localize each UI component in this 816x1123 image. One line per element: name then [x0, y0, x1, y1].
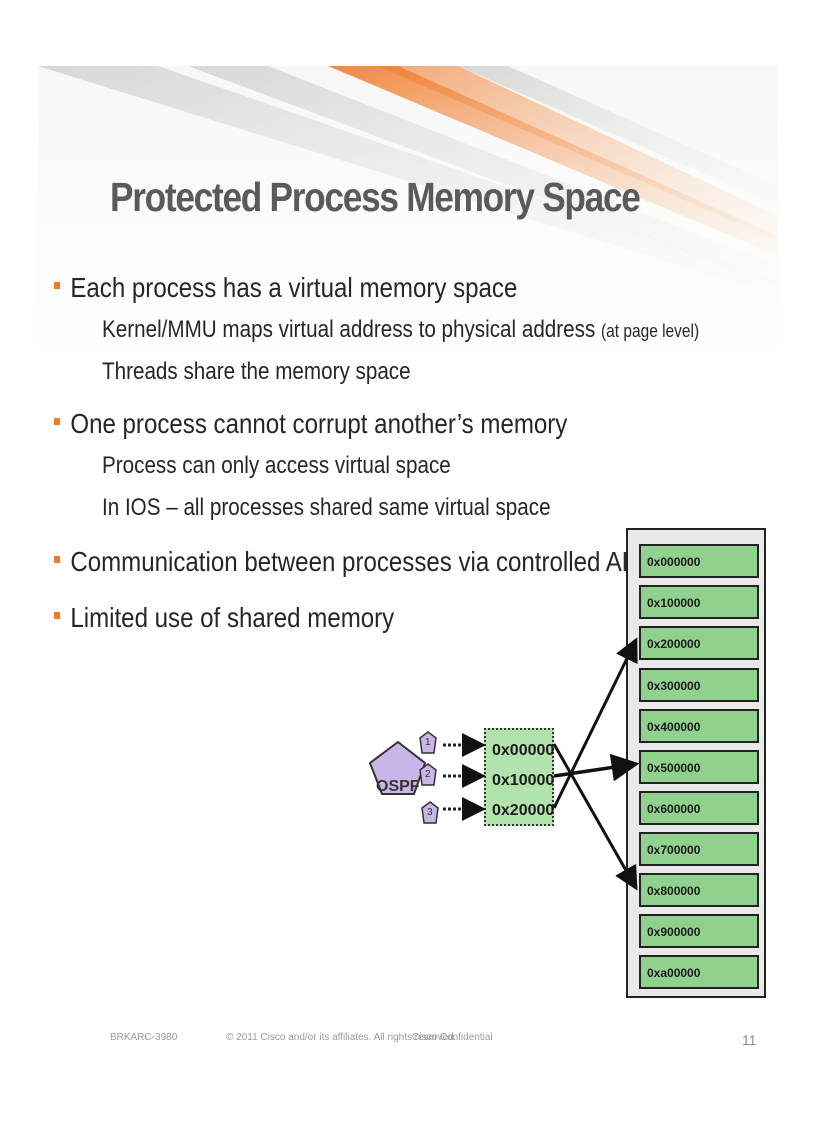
- physical-memory-box: 0x000000 0x100000 0x200000 0x300000 0x40…: [626, 528, 766, 998]
- thread-2-icon: [419, 763, 437, 786]
- memory-cell: 0x800000: [639, 873, 759, 907]
- slide-title: Protected Process Memory Space: [110, 174, 641, 220]
- bullet-1-sub-1-text: Kernel/MMU maps virtual address to physi…: [102, 316, 602, 343]
- footer-confidential: Cisco Confidential: [412, 1032, 493, 1043]
- slide: Protected Process Memory Space Each proc…: [38, 66, 778, 1056]
- thread-1-label: 1: [425, 737, 431, 748]
- bullet-3: Communication between processes via cont…: [54, 546, 657, 578]
- bullet-square-icon: [54, 282, 61, 290]
- memory-cell: 0x500000: [639, 750, 759, 784]
- bullet-2-sub-1-text: Process can only access virtual space: [102, 452, 451, 479]
- bullet-square-icon: [54, 418, 61, 426]
- bullet-2-sub-1: Process can only access virtual space: [102, 452, 451, 480]
- memory-cell: 0x100000: [639, 585, 759, 619]
- bullet-square-icon: [54, 556, 61, 564]
- memory-cell: 0x600000: [639, 791, 759, 825]
- bullet-square-icon: [54, 612, 61, 620]
- map-arrow-0x00000: [552, 743, 638, 891]
- memory-cell: 0x200000: [639, 626, 759, 660]
- bullet-1-sub-1: Kernel/MMU maps virtual address to physi…: [102, 316, 699, 344]
- bullet-4-text: Limited use of shared memory: [70, 602, 395, 633]
- decorative-streaks: [38, 66, 778, 296]
- virtual-address: 0x20000: [492, 802, 555, 819]
- footer-copyright: © 2011 Cisco and/or its affiliates. All …: [226, 1032, 457, 1043]
- ospf-process-icon: [368, 740, 427, 795]
- thread-1-icon: [419, 731, 437, 754]
- memory-cell: 0xa00000: [639, 955, 759, 989]
- ospf-label: OSPF: [376, 778, 420, 795]
- virtual-address: 0x00000: [492, 742, 555, 759]
- memory-cell: 0x000000: [639, 544, 759, 578]
- thread-3-label: 3: [427, 807, 433, 818]
- map-arrow-0x20000: [552, 637, 638, 809]
- memory-cell: 0x700000: [639, 832, 759, 866]
- virtual-address: 0x10000: [492, 772, 555, 789]
- memory-cell: 0x400000: [639, 709, 759, 743]
- diagram-connectors: [368, 637, 640, 891]
- bullet-1: Each process has a virtual memory space: [54, 272, 517, 304]
- memory-cell: 0x300000: [639, 668, 759, 702]
- bullet-2-sub-2: In IOS – all processes shared same virtu…: [102, 494, 551, 522]
- bullet-3-text: Communication between processes via cont…: [70, 546, 657, 577]
- bullet-4: Limited use of shared memory: [54, 602, 394, 634]
- bullet-1-sub-2-text: Threads share the memory space: [102, 358, 411, 385]
- bullet-2-text: One process cannot corrupt another’s mem…: [70, 408, 568, 439]
- map-arrow-0x10000: [553, 753, 640, 782]
- bullet-2: One process cannot corrupt another’s mem…: [54, 408, 567, 440]
- memory-cell: 0x900000: [639, 914, 759, 948]
- thread-2-label: 2: [425, 769, 431, 780]
- bullet-1-text: Each process has a virtual memory space: [70, 272, 518, 303]
- page-number: 11: [742, 1032, 757, 1048]
- bullet-2-sub-2-text: In IOS – all processes shared same virtu…: [102, 494, 551, 521]
- bullet-1-sub-1-note: (at page level): [601, 321, 700, 341]
- thread-3-icon: [421, 801, 439, 824]
- footer-session: BRKARC-3980: [110, 1032, 178, 1043]
- bullet-1-sub-2: Threads share the memory space: [102, 358, 411, 386]
